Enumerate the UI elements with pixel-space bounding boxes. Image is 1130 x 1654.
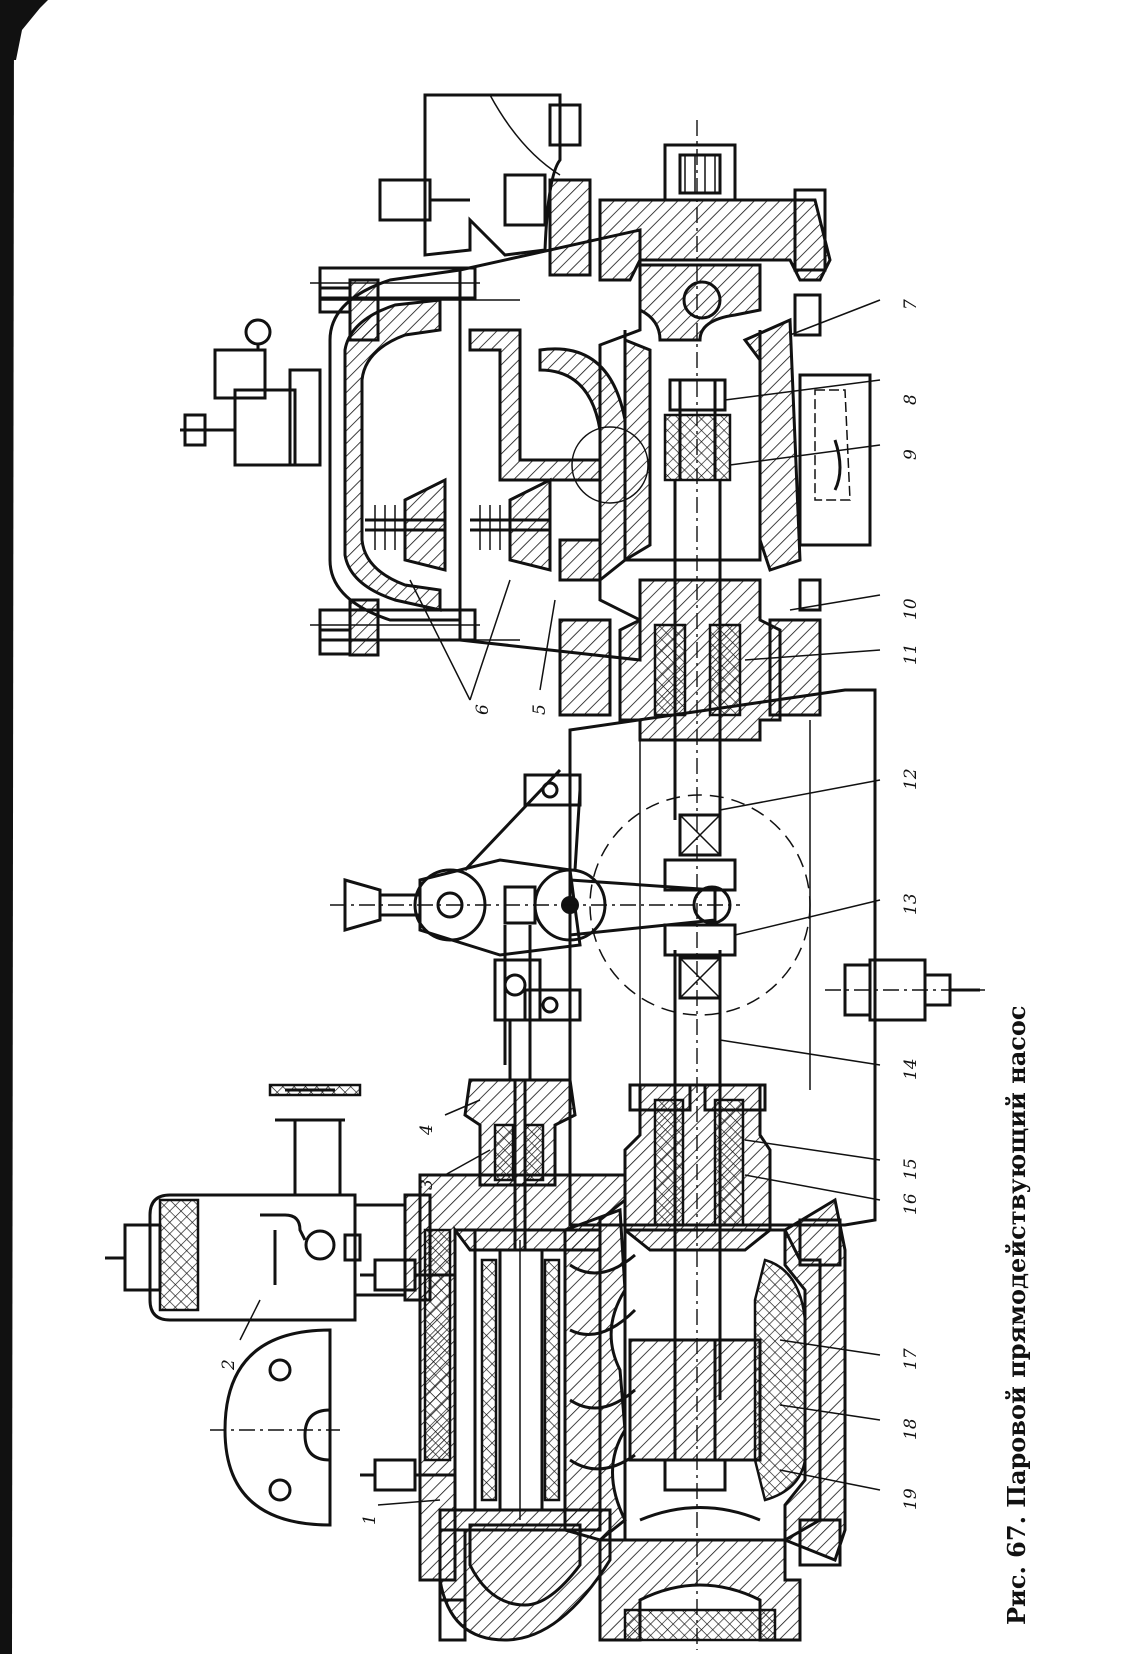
pressure-fitting <box>180 318 322 467</box>
callout-11: 11 <box>901 643 921 665</box>
top-bracket <box>423 93 562 257</box>
water-piston <box>628 1338 762 1462</box>
callout-9: 9 <box>901 449 921 460</box>
callout-14: 14 <box>901 1058 921 1080</box>
callouts: 7 8 9 10 11 12 13 14 15 16 17 18 <box>219 299 921 1525</box>
callout-19: 19 <box>901 1488 921 1510</box>
foot-lug <box>798 373 872 547</box>
stuffing-box <box>463 1078 577 1250</box>
scan-edge <box>0 0 48 1654</box>
valve-pair <box>365 477 552 572</box>
drain-nut <box>825 958 985 1022</box>
callout-10: 10 <box>901 598 921 620</box>
callout-4: 4 <box>417 1124 437 1136</box>
end-nut <box>663 143 737 202</box>
callout-15: 15 <box>901 1158 921 1180</box>
callout-18: 18 <box>901 1418 921 1440</box>
pump-assembly <box>105 93 985 1650</box>
rod-coupling <box>589 794 811 1016</box>
cylinder-dome <box>438 1508 612 1642</box>
callout-6: 6 <box>473 704 493 715</box>
callout-7: 7 <box>901 299 921 310</box>
callout-13: 13 <box>901 893 921 915</box>
callout-12: 12 <box>901 768 921 790</box>
slide-valve <box>473 1228 567 1520</box>
cover-plate <box>210 1328 340 1527</box>
callout-17: 17 <box>901 1348 921 1370</box>
callout-16: 16 <box>901 1193 921 1215</box>
figure-caption: Рис. 67. Паровой прямодействующий насос <box>1002 1005 1031 1625</box>
valve-rod-link <box>493 925 542 1082</box>
callout-1: 1 <box>360 1514 380 1525</box>
callout-5: 5 <box>530 704 550 715</box>
callout-3: 3 <box>417 1179 437 1190</box>
steam-piston <box>638 263 762 342</box>
callout-2: 2 <box>219 1359 239 1371</box>
lubricator <box>105 1083 432 1322</box>
rocker-lever <box>330 768 740 1022</box>
gland-upper <box>618 578 782 742</box>
callout-8: 8 <box>901 394 921 405</box>
